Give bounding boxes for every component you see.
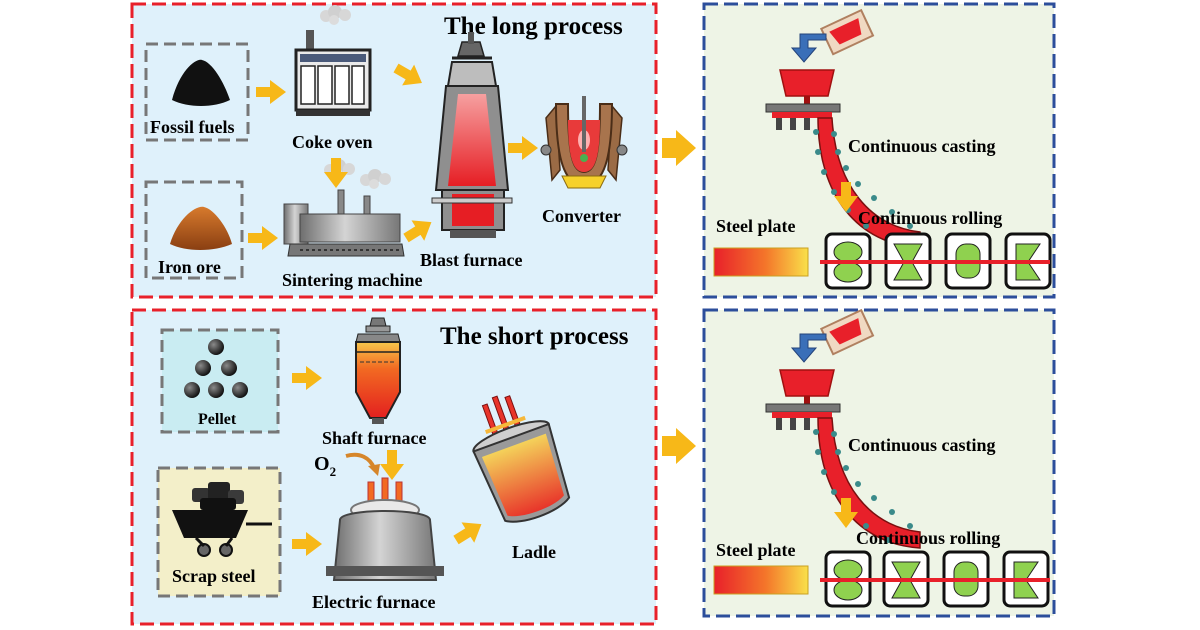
tundish-icon xyxy=(779,69,835,97)
casting-strand-2 xyxy=(817,417,921,549)
casting-blue-arrow xyxy=(790,33,827,63)
strand-rollers-2 xyxy=(813,429,913,543)
tundish-icon-2 xyxy=(779,369,835,397)
electric-furnace-icon xyxy=(326,477,444,581)
coke-oven-icon xyxy=(294,5,372,116)
ladle-icon xyxy=(472,395,571,523)
steel-plate-label-2: Steel plate xyxy=(716,540,795,560)
short-process-title: The short process xyxy=(440,323,629,350)
casting-ladle-icon-2 xyxy=(819,308,875,356)
casting-blue-arrow-2 xyxy=(790,333,827,363)
scrap-cart-icon xyxy=(172,482,272,557)
electric-furnace-label: Electric furnace xyxy=(312,592,435,612)
pellet-balls-icon xyxy=(184,339,248,398)
coke-oven-label: Coke oven xyxy=(292,132,373,152)
casting-ladle-icon xyxy=(819,8,875,56)
steel-plate-label: Steel plate xyxy=(716,216,795,236)
continuous-rolling-label-2: Continuous rolling xyxy=(856,528,1000,548)
sintering-machine-icon xyxy=(283,159,405,257)
oxygen-arrow-head xyxy=(368,464,380,476)
pellet-label: Pellet xyxy=(198,411,237,428)
arrow-short-to-casting xyxy=(662,428,696,464)
continuous-rolling-label: Continuous rolling xyxy=(858,208,1002,228)
sintering-machine-label: Sintering machine xyxy=(282,270,423,290)
continuous-casting-label: Continuous casting xyxy=(848,136,996,156)
fossil-fuels-box xyxy=(144,42,250,142)
iron-ore-box xyxy=(144,180,244,280)
fossil-fuels-label: Fossil fuels xyxy=(150,117,235,137)
scrap-steel-label: Scrap steel xyxy=(172,566,255,586)
oxygen-label: O2 xyxy=(314,453,336,479)
converter-icon xyxy=(540,96,628,189)
casting-bottom-group: Continuous casting Continuous rolling St… xyxy=(713,308,1050,608)
casting-panel-bottom xyxy=(702,308,1056,618)
shaft-furnace-label: Shaft furnace xyxy=(322,428,427,448)
casting-top-group: Continuous casting Continuous rolling St… xyxy=(713,8,1052,290)
shaft-furnace-icon xyxy=(355,317,401,424)
coal-pile-icon xyxy=(172,59,230,106)
converter-label: Converter xyxy=(542,206,621,226)
rolling-stands xyxy=(820,232,1052,290)
blast-furnace-label: Blast furnace xyxy=(420,250,523,270)
iron-ore-label: Iron ore xyxy=(158,257,221,277)
ladle-label: Ladle xyxy=(512,542,556,562)
continuous-casting-label-2: Continuous casting xyxy=(848,435,996,455)
steel-plate-bar xyxy=(713,247,809,277)
iron-ore-pile-icon xyxy=(170,206,232,250)
arrow-long-to-casting xyxy=(662,130,696,166)
blast-furnace-icon xyxy=(431,32,513,238)
steel-plate-bar-2 xyxy=(713,565,809,595)
rolling-stands-2 xyxy=(820,550,1050,608)
